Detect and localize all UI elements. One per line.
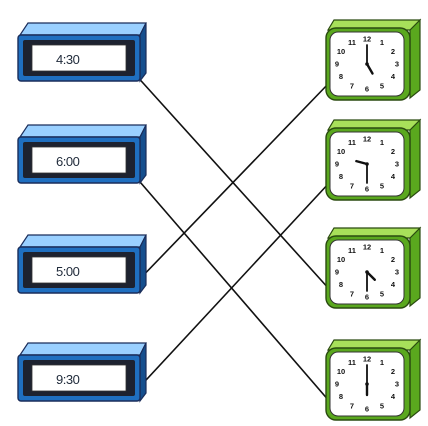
clock-numeral: 12: [363, 135, 371, 144]
clock-numeral: 7: [350, 401, 354, 410]
digital-clock: 6:00: [17, 124, 147, 185]
digital-clock-time: 4:30: [56, 52, 80, 67]
digital-clock: 9:30: [17, 342, 147, 403]
digital-clock: 5:00: [17, 234, 147, 295]
clock-numeral: 5: [380, 401, 384, 410]
clock-numeral: 3: [395, 380, 399, 389]
hour-hand: [365, 270, 376, 281]
digital-clocks: 4:30 6:00 5:00 9:30: [17, 22, 147, 403]
clock-numeral: 6: [365, 185, 369, 194]
clock-numeral: 9: [335, 160, 339, 169]
digital-clock-time: 6:00: [56, 154, 80, 169]
clock-numeral: 4: [391, 72, 396, 81]
clock-numeral: 10: [337, 147, 345, 156]
clock-numeral: 4: [391, 280, 396, 289]
clock-numeral: 10: [337, 255, 345, 264]
clock-numeral: 1: [380, 358, 384, 367]
hour-hand: [365, 62, 374, 75]
clock-numeral: 7: [350, 289, 354, 298]
clock-numeral: 8: [339, 72, 343, 81]
clock-numeral: 10: [337, 47, 345, 56]
clock-numeral: 12: [363, 35, 371, 44]
clock-numeral: 8: [339, 280, 343, 289]
digital-clock-time: 9:30: [56, 372, 80, 387]
clock-center: [365, 162, 369, 166]
digital-clock-top: [18, 234, 147, 248]
digital-clock-top: [18, 124, 147, 138]
clock-numeral: 9: [335, 268, 339, 277]
clock-numeral: 3: [395, 60, 399, 69]
analog-clock-side: [409, 118, 421, 200]
clock-numeral: 1: [380, 246, 384, 255]
digital-clock-top: [18, 342, 147, 356]
clock-numeral: 11: [348, 246, 356, 255]
clock-numeral: 8: [339, 392, 343, 401]
clock-numeral: 5: [380, 181, 384, 190]
clock-numeral: 1: [380, 138, 384, 147]
digital-clock-display: [31, 364, 127, 392]
analog-clock-side: [409, 226, 421, 308]
clock-numeral: 2: [391, 147, 395, 156]
clock-numeral: 5: [380, 289, 384, 298]
clock-numeral: 6: [365, 85, 369, 94]
clock-numeral: 12: [363, 243, 371, 252]
clock-numeral: 6: [365, 405, 369, 414]
clock-numeral: 2: [391, 47, 395, 56]
clock-numeral: 6: [365, 293, 369, 302]
clock-numeral: 2: [391, 367, 395, 376]
clock-numeral: 1: [380, 38, 384, 47]
clock-numeral: 8: [339, 172, 343, 181]
digital-clock-top: [18, 22, 147, 36]
analog-clock-side: [409, 18, 421, 100]
clock-numeral: 7: [350, 181, 354, 190]
clock-numeral: 9: [335, 60, 339, 69]
analog-clock-side: [409, 338, 421, 420]
match-line: [133, 81, 331, 286]
clock-numeral: 4: [391, 392, 396, 401]
clock-center: [365, 382, 369, 386]
clock-numeral: 12: [363, 355, 371, 364]
clock-center: [365, 270, 369, 274]
clock-numeral: 7: [350, 81, 354, 90]
match-line: [133, 181, 331, 394]
clock-numeral: 11: [348, 38, 356, 47]
clock-numeral: 11: [348, 138, 356, 147]
clock-numeral: 2: [391, 255, 395, 264]
clock-numeral: 10: [337, 367, 345, 376]
clock-numeral: 5: [380, 81, 384, 90]
hour-hand: [355, 159, 369, 166]
digital-clock: 4:30: [17, 22, 147, 83]
clock-numeral: 3: [395, 268, 399, 277]
clock-center: [365, 62, 369, 66]
digital-clock-display: [31, 146, 127, 174]
digital-clock-display: [31, 44, 127, 72]
digital-clock-display: [31, 256, 127, 284]
clock-numeral: 9: [335, 380, 339, 389]
clock-numeral: 11: [348, 358, 356, 367]
digital-clock-time: 5:00: [56, 264, 80, 279]
match-lines: [133, 72, 331, 403]
match-line: [133, 72, 331, 291]
clock-numeral: 3: [395, 160, 399, 169]
clock-numeral: 4: [391, 172, 396, 181]
